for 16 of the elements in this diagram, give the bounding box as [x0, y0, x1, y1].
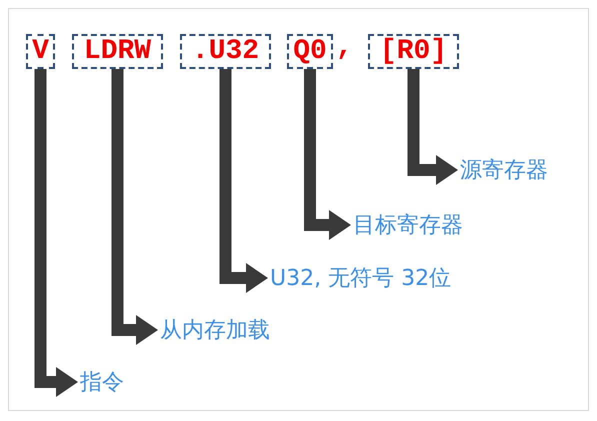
arrow — [220, 69, 268, 293]
code-token-box: Q0 — [287, 34, 333, 69]
arrow — [34, 69, 78, 397]
code-token-box: V — [26, 34, 55, 69]
code-token-box: [R0] — [368, 34, 459, 69]
annotation-text: 源寄存器 — [460, 155, 548, 185]
annotation-text: 目标寄存器 — [353, 210, 463, 240]
comma-text: , — [336, 32, 353, 63]
annotation-text: U32, 无符号 32位 — [270, 263, 452, 293]
arrow — [112, 69, 158, 345]
code-token-box: .U32 — [180, 34, 271, 69]
annotation-text: 指令 — [80, 367, 124, 397]
arrow — [304, 69, 351, 240]
arrow — [408, 69, 458, 185]
code-token-box: LDRW — [72, 34, 163, 69]
annotation-text: 从内存加载 — [160, 315, 270, 345]
